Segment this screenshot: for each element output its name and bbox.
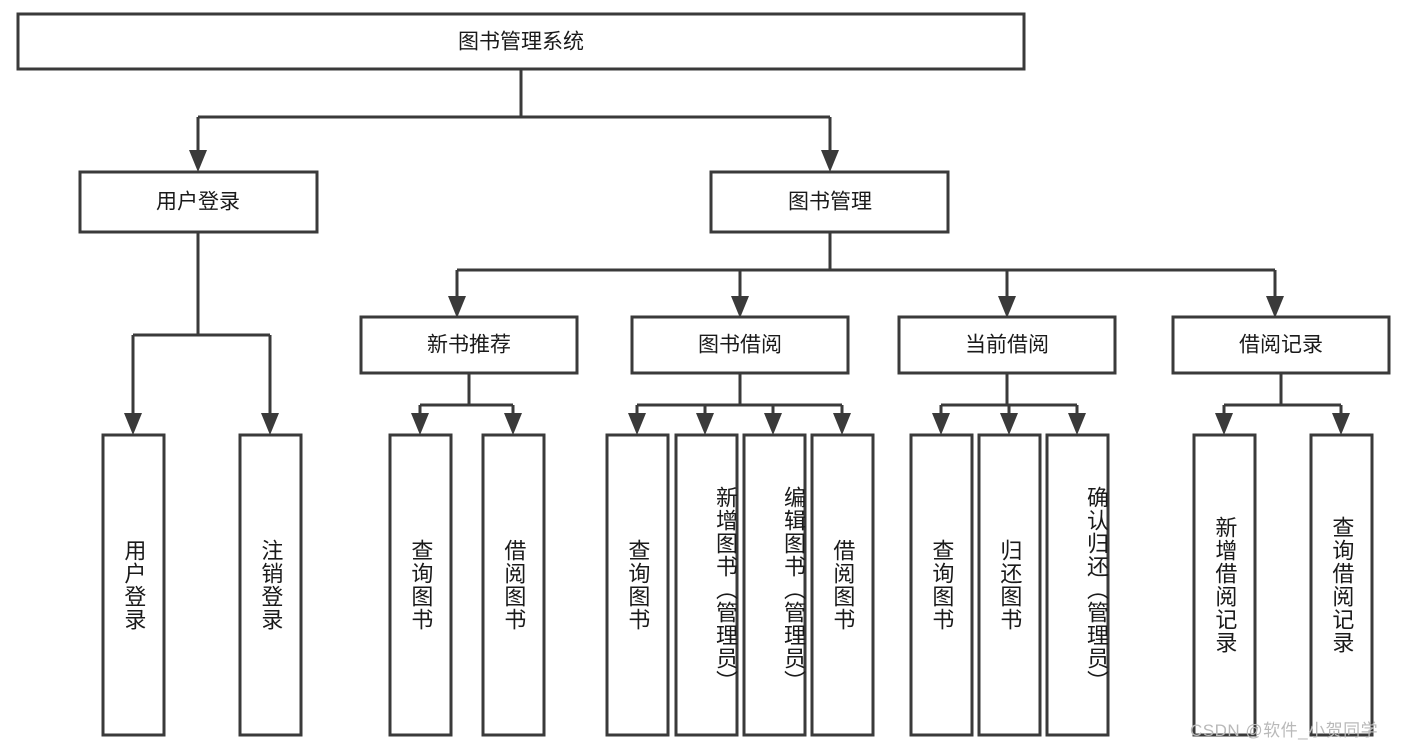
arrow-to-leaf-edit-book (764, 413, 782, 435)
arrow-to-leaf-add-record (1215, 413, 1233, 435)
node-box-leaf-query-book-3[interactable] (909, 433, 974, 737)
arrow-to-leaf-user-logout (261, 413, 279, 435)
arrow-to-leaf-borrow-book-1 (504, 413, 522, 435)
arrow-to-leaf-query-book-2 (628, 413, 646, 435)
arrow-to-user-login (189, 150, 207, 172)
node-label-root: 图书管理系统 (458, 31, 584, 54)
arrow-to-new-book-recommend (448, 296, 466, 318)
node-label-book-management: 图书管理 (788, 191, 872, 214)
arrow-to-book-borrow (731, 296, 749, 318)
arrow-to-leaf-return-book (1000, 413, 1018, 435)
csdn-watermark: CSDN @软件_小贺同学 (1190, 721, 1379, 740)
node-box-leaf-add-book[interactable] (674, 433, 739, 737)
arrow-to-leaf-confirm-return (1068, 413, 1086, 435)
node-box-leaf-borrow-book-1[interactable] (481, 433, 546, 737)
node-box-leaf-confirm-return[interactable] (1045, 433, 1110, 737)
node-box-current-borrow[interactable] (897, 315, 1117, 375)
node-box-book-management[interactable] (709, 170, 950, 234)
node-box-book-borrow[interactable] (630, 315, 850, 375)
node-label-book-borrow: 图书借阅 (698, 334, 782, 357)
arrow-to-borrow-record (1266, 296, 1284, 318)
node-box-leaf-borrow-book-2[interactable] (810, 433, 875, 737)
node-box-leaf-query-book-1[interactable] (388, 433, 453, 737)
arrow-to-book-management (821, 150, 839, 172)
node-box-leaf-user-logout[interactable] (238, 433, 303, 737)
node-label-user-login: 用户登录 (156, 191, 240, 214)
node-box-leaf-query-record[interactable] (1309, 433, 1374, 737)
node-label-current-borrow: 当前借阅 (965, 334, 1049, 357)
node-label-borrow-record: 借阅记录 (1239, 334, 1323, 357)
node-box-root[interactable] (16, 12, 1026, 71)
node-label-new-book-recommend: 新书推荐 (427, 334, 511, 357)
connector-layer (124, 69, 1350, 435)
node-box-leaf-add-record[interactable] (1192, 433, 1257, 737)
node-box-user-login[interactable] (78, 170, 319, 234)
node-box-borrow-record[interactable] (1171, 315, 1391, 375)
arrow-to-leaf-user-login (124, 413, 142, 435)
arrow-to-leaf-query-book-1 (411, 413, 429, 435)
node-box-leaf-query-book-2[interactable] (605, 433, 670, 737)
node-box-leaf-edit-book[interactable] (742, 433, 807, 737)
arrow-to-leaf-add-book (696, 413, 714, 435)
arrow-to-leaf-query-record (1332, 413, 1350, 435)
node-box-new-book-recommend[interactable] (359, 315, 579, 375)
arrow-to-leaf-query-book-3 (932, 413, 950, 435)
arrow-to-leaf-borrow-book-2 (833, 413, 851, 435)
node-box-leaf-return-book[interactable] (977, 433, 1042, 737)
arrow-to-current-borrow (998, 296, 1016, 318)
node-box-leaf-user-login[interactable] (101, 433, 166, 737)
node-layer: 图书管理系统 用户登录 图书管理 新书推荐 图书借阅 当前借阅 借阅记录 (16, 12, 1391, 737)
